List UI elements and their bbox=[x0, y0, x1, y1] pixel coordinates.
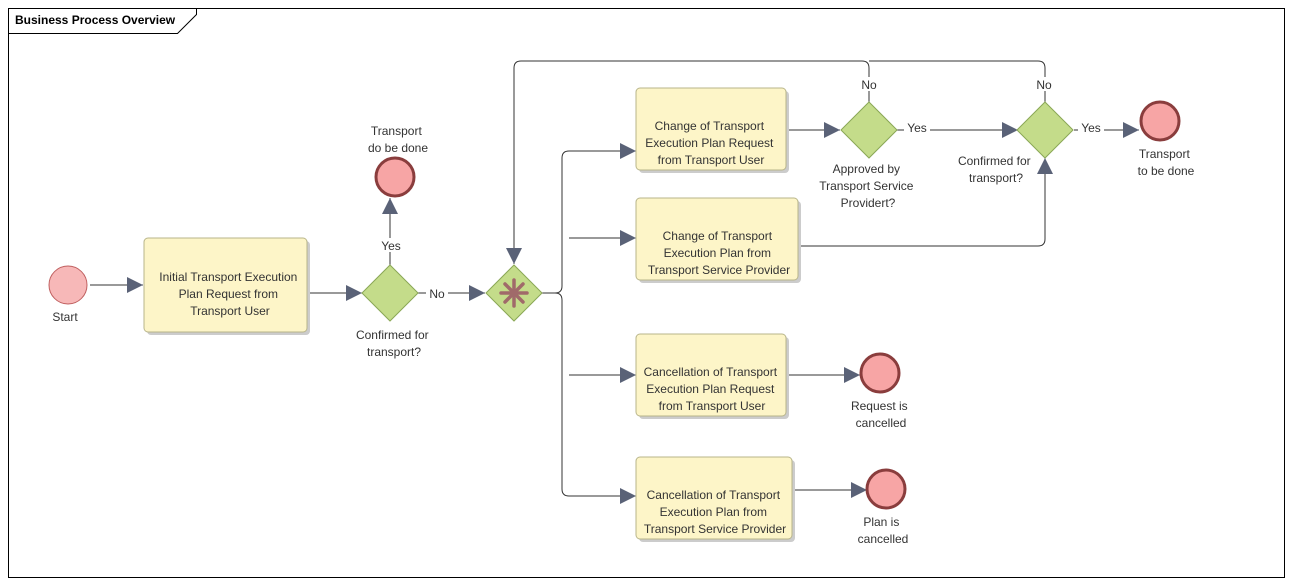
end-event-transport-right-label: Transport to be done bbox=[1138, 147, 1195, 178]
gateway-confirmed-second-label: Confirmed for transport? bbox=[958, 154, 1034, 185]
task-initial-request-label: Initial Transport Execution Plan Request… bbox=[159, 270, 300, 318]
label-no-confirmed: No bbox=[1036, 78, 1052, 92]
task-cancel-request-user[interactable]: Cancellation of Transport Execution Plan… bbox=[635, 333, 789, 419]
gateway-approved-provider[interactable]: Approved by Transport Service Providert? bbox=[819, 101, 917, 210]
task-initial-request[interactable]: Initial Transport Execution Plan Request… bbox=[143, 237, 310, 335]
star-icon bbox=[499, 278, 529, 308]
end-event-transport-right[interactable]: Transport to be done bbox=[1138, 100, 1195, 178]
label-no-right: No bbox=[429, 287, 445, 301]
flow-to-cancel-plan-provider bbox=[554, 292, 636, 504]
frame-title-tab bbox=[8, 8, 197, 34]
flow-approved-no-loop bbox=[506, 60, 870, 264]
frame-title: Business Process Overview bbox=[15, 13, 176, 27]
end-event-transport-top-label: Transport do be done bbox=[368, 124, 428, 155]
gateway-confirmed-first-label: Confirmed for transport? bbox=[356, 328, 432, 359]
task-cancel-plan-provider[interactable]: Cancellation of Transport Execution Plan… bbox=[635, 456, 795, 542]
task-cancel-plan-provider-label: Cancellation of Transport Execution Plan… bbox=[644, 488, 786, 536]
end-event-request-cancelled[interactable]: Request is cancelled bbox=[851, 352, 911, 430]
start-event[interactable]: Start bbox=[48, 265, 88, 324]
start-event-label: Start bbox=[52, 310, 78, 324]
flow-labels: Yes No Yes Yes No No bbox=[379, 77, 1104, 301]
gateway-confirmed-first[interactable]: Confirmed for transport? bbox=[356, 264, 432, 359]
gateway-approved-provider-label: Approved by Transport Service Providert? bbox=[819, 162, 917, 210]
end-event-plan-cancelled[interactable]: Plan is cancelled bbox=[858, 468, 909, 546]
task-change-request-user[interactable]: Change of Transport Execution Plan Reque… bbox=[635, 87, 789, 173]
flow-to-change-request-user bbox=[542, 143, 636, 294]
end-event-transport-top[interactable]: Transport do be done bbox=[368, 124, 428, 198]
end-event-plan-cancelled-label: Plan is cancelled bbox=[858, 515, 909, 546]
gateway-event-based[interactable] bbox=[485, 264, 543, 322]
task-change-plan-provider[interactable]: Change of Transport Execution Plan from … bbox=[635, 197, 801, 283]
flow-confirmed-no-loop bbox=[869, 60, 1046, 102]
label-yes-confirmed: Yes bbox=[1081, 121, 1101, 135]
label-no-approved: No bbox=[861, 78, 877, 92]
task-change-plan-provider-label: Change of Transport Execution Plan from … bbox=[648, 229, 790, 277]
flow-change-plan-to-confirmed bbox=[799, 158, 1053, 247]
gateway-confirmed-second[interactable]: Confirmed for transport? bbox=[958, 101, 1074, 185]
label-yes-approved: Yes bbox=[907, 121, 927, 135]
label-yes-up: Yes bbox=[381, 239, 401, 253]
diagram-frame bbox=[8, 8, 1285, 578]
task-change-request-user-label: Change of Transport Execution Plan Reque… bbox=[645, 119, 776, 167]
end-event-request-cancelled-label: Request is cancelled bbox=[851, 399, 911, 430]
task-cancel-request-user-label: Cancellation of Transport Execution Plan… bbox=[644, 365, 781, 413]
